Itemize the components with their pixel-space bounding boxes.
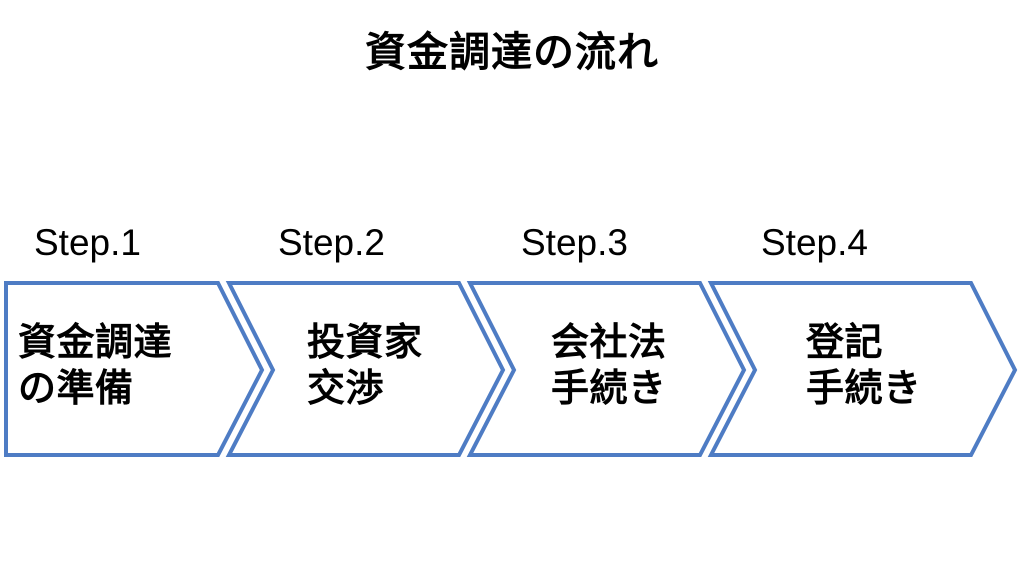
step-text-2: 投資家 交渉 [307, 322, 423, 411]
chevron-shapes-group [4, 281, 1018, 457]
page-title: 資金調達の流れ [365, 29, 659, 75]
chevron-shape-step-4[interactable] [707, 281, 1018, 457]
step-text-4: 登記 手続き [806, 322, 922, 411]
step-label-4: Step.4 [761, 222, 868, 263]
chevron-shape-step-1[interactable] [4, 281, 265, 457]
step-text-1: 資金調達 の準備 [18, 322, 173, 411]
step-text-3: 会社法 手続き [551, 322, 667, 411]
chevron-shape-step-3[interactable] [466, 281, 747, 457]
step-label-2: Step.2 [278, 222, 385, 263]
chevron-shape-step-2[interactable] [225, 281, 506, 457]
step-label-1: Step.1 [34, 222, 141, 263]
step-label-3: Step.3 [521, 222, 628, 263]
